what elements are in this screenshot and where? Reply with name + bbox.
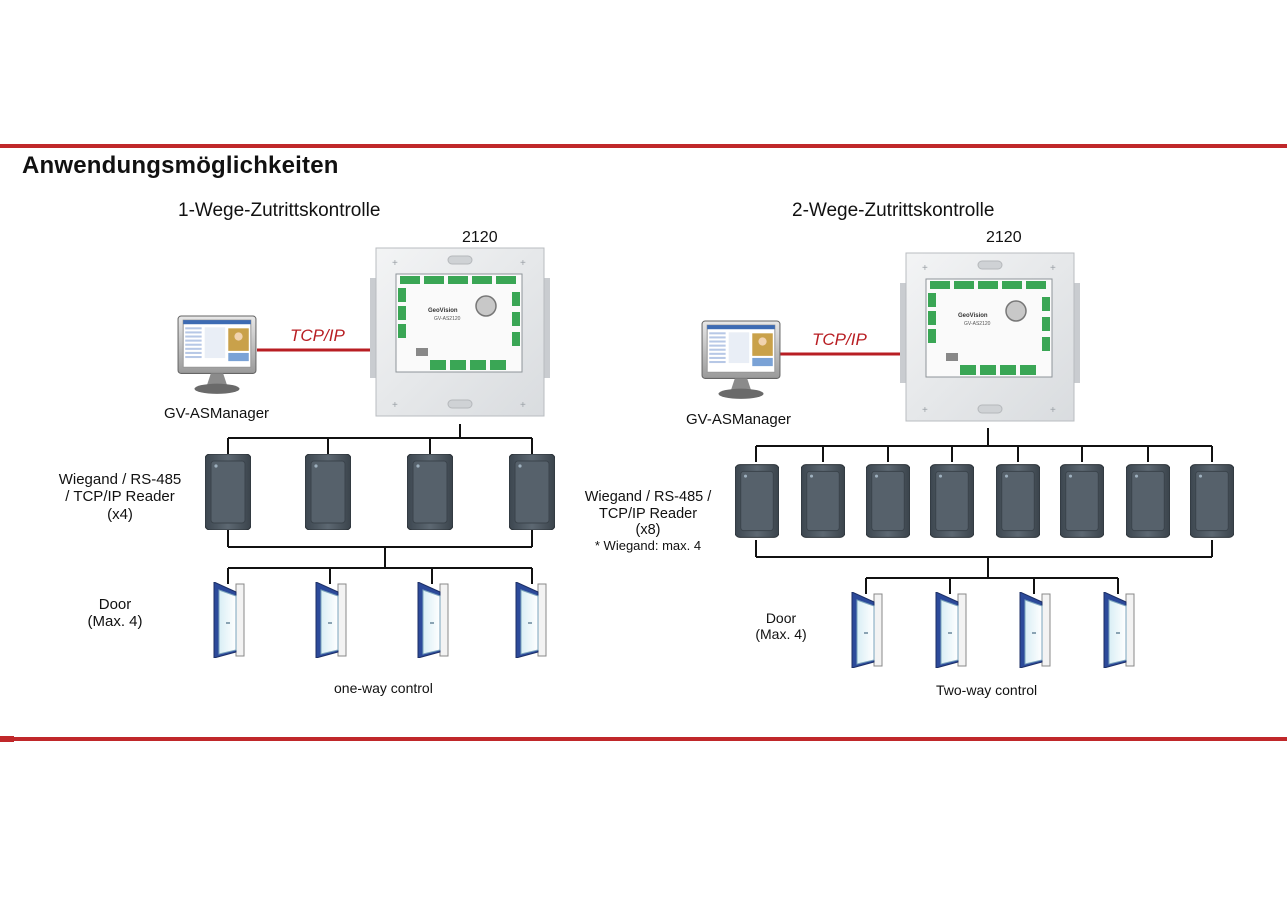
- right-door-label-line-1: Door: [765, 610, 797, 626]
- left-door-bus: [227, 547, 533, 584]
- left-reader-3: [407, 454, 453, 530]
- left-reader-4: [509, 454, 555, 530]
- right-caption: Two-way control: [936, 682, 1038, 698]
- top-divider: [0, 144, 1287, 148]
- right-door-bus: [865, 557, 1119, 594]
- left-link-label: TCP/IP: [290, 326, 345, 345]
- right-reader-5: [996, 464, 1040, 538]
- left-door-1: [213, 582, 245, 658]
- right-door-label-line-2: (Max. 4): [755, 626, 807, 643]
- right-door-1: [851, 592, 883, 668]
- left-monitor-icon: [177, 315, 257, 395]
- left-reader-label: Wiegand / RS-485 / TCP/IP Reader (x4): [40, 471, 200, 523]
- right-diagram: [701, 252, 1234, 668]
- right-reader-7: [1126, 464, 1170, 538]
- right-section-title: 2-Wege-Zutrittskontrolle: [792, 200, 995, 221]
- right-reader-label: Wiegand / RS-485 / TCP/IP Reader (x8) * …: [570, 489, 726, 554]
- right-monitor-icon: [701, 320, 781, 400]
- right-reader-6: [1060, 464, 1104, 538]
- left-door-label: Door (Max. 4): [70, 596, 160, 631]
- right-controller-model: 2120: [986, 229, 1022, 246]
- left-controller-model: 2120: [462, 229, 498, 246]
- left-controller-panel: [370, 247, 550, 417]
- left-door-2: [315, 582, 347, 658]
- right-reader-label-line-3: (x8): [635, 522, 661, 539]
- right-reader-label-line-2: TCP/IP Reader: [598, 505, 698, 522]
- left-door-4: [515, 582, 547, 658]
- right-reader-8: [1190, 464, 1234, 538]
- right-reader-2: [801, 464, 845, 538]
- right-door-2: [935, 592, 967, 668]
- right-reader-4: [930, 464, 974, 538]
- page-title: Anwendungsmöglichkeiten: [22, 152, 339, 179]
- right-reader-label-line-4: * Wiegand: max. 4: [594, 538, 702, 554]
- right-reader-bus: [755, 428, 1213, 558]
- left-door-label-line-1: Door: [98, 596, 132, 613]
- left-reader-label-line-3: (x4): [107, 505, 133, 523]
- right-reader-3: [866, 464, 910, 538]
- left-software-label: GV-ASManager: [164, 405, 270, 422]
- left-diagram: [177, 247, 555, 658]
- left-section-title: 1-Wege-Zutrittskontrolle: [178, 200, 381, 221]
- left-reader-bus: [227, 424, 533, 548]
- right-controller-panel: [900, 252, 1080, 422]
- right-door-4: [1103, 592, 1135, 668]
- right-door-label: Door (Max. 4): [736, 610, 826, 642]
- left-door-3: [417, 582, 449, 658]
- right-reader-label-line-1: Wiegand / RS-485 /: [584, 489, 712, 505]
- right-door-3: [1019, 592, 1051, 668]
- left-door-label-line-2: (Max. 4): [87, 613, 143, 631]
- right-software-label: GV-ASManager: [686, 411, 792, 428]
- left-reader-label-line-2: / TCP/IP Reader: [65, 488, 175, 506]
- left-reader-1: [205, 454, 251, 530]
- right-reader-1: [735, 464, 779, 538]
- right-link-label: TCP/IP: [812, 330, 867, 349]
- left-reader-label-line-1: Wiegand / RS-485: [58, 471, 182, 488]
- bottom-divider: [0, 736, 1287, 742]
- left-caption: one-way control: [334, 680, 433, 696]
- left-reader-2: [305, 454, 351, 530]
